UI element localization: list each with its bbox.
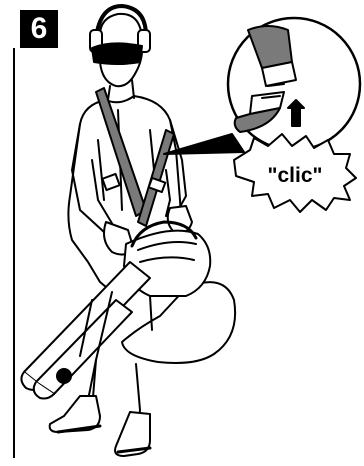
click-sound-burst: "clic" — [234, 134, 356, 212]
detail-callout — [228, 18, 360, 150]
right-leg — [136, 296, 152, 430]
boots-icon — [50, 396, 150, 456]
leaf-blower-vacuum-icon — [21, 222, 235, 399]
click-sound-label: "clic" — [268, 164, 323, 187]
safety-goggles-icon — [92, 43, 142, 64]
